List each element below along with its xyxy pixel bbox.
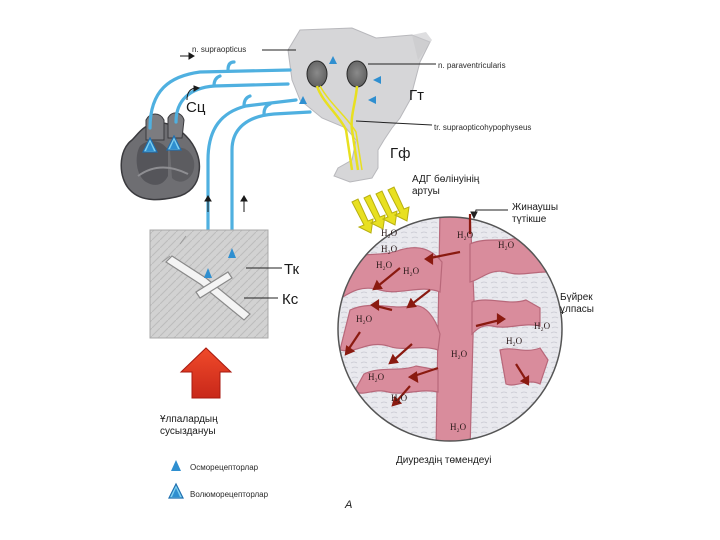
h2o-label: H₂O <box>498 240 515 250</box>
label-sc: Сц <box>186 99 206 116</box>
kidney-tissue-magnified <box>338 210 562 450</box>
label-tr-supraopticohypophyseus: tr. supraopticohypophyseus <box>434 123 531 132</box>
h2o-label: H₂O <box>451 349 468 359</box>
h2o-label: H₂O <box>457 230 474 240</box>
h2o-label: H₂O <box>450 422 467 432</box>
volumoreceptor-icon <box>169 484 183 498</box>
paraventricular-nucleus <box>347 61 367 87</box>
h2o-label: H₂O <box>356 314 373 324</box>
h2o-label: H₂O <box>376 260 393 270</box>
label-kidney-tissue-line2: ұлпасы <box>560 304 594 315</box>
osmoreceptor-icon <box>171 460 181 471</box>
label-n-supraopticus: n. supraopticus <box>192 45 246 54</box>
label-collecting-duct-line2: түтікше <box>512 214 547 225</box>
dehydration-arrow <box>181 348 231 398</box>
h2o-label: H₂O <box>391 393 408 403</box>
legend: Осморецепторлар Волюморецепторлар <box>169 460 269 499</box>
label-gt: Гт <box>409 87 424 104</box>
legend-osmoreceptors: Осморецепторлар <box>190 463 259 472</box>
h2o-label: H₂O <box>403 266 420 276</box>
h2o-label: H₂O <box>534 321 551 331</box>
h2o-label: H₂O <box>368 372 385 382</box>
label-adh-release-line2: артуы <box>412 186 440 197</box>
label-ks: Кс <box>282 291 299 308</box>
tissue-panel <box>150 230 268 338</box>
h2o-label: H₂O <box>381 244 398 254</box>
label-kidney-tissue-line1: Бүйрек <box>560 292 593 303</box>
label-dehydration-line1: Ұлпалардың <box>160 414 218 425</box>
supraoptic-nucleus <box>307 61 327 87</box>
h2o-label: H₂O <box>506 336 523 346</box>
label-dehydration-line2: сусыздануы <box>160 426 216 437</box>
label-collecting-duct-line1: Жинаушы <box>512 202 558 213</box>
legend-volumoreceptors: Волюморецепторлар <box>190 490 269 499</box>
label-diuresis-decrease: Диурездің төмендеуі <box>396 455 491 466</box>
label-n-paraventricularis: n. paraventricularis <box>438 61 506 70</box>
label-gf: Гф <box>390 145 410 162</box>
heart <box>121 113 199 200</box>
figure-letter: А <box>344 499 352 511</box>
label-tk: Тк <box>284 261 300 278</box>
adh-release-arrows <box>352 187 409 233</box>
h2o-label: H₂O <box>381 228 398 238</box>
label-adh-release-line1: АДГ бөлінуінің <box>412 173 480 185</box>
